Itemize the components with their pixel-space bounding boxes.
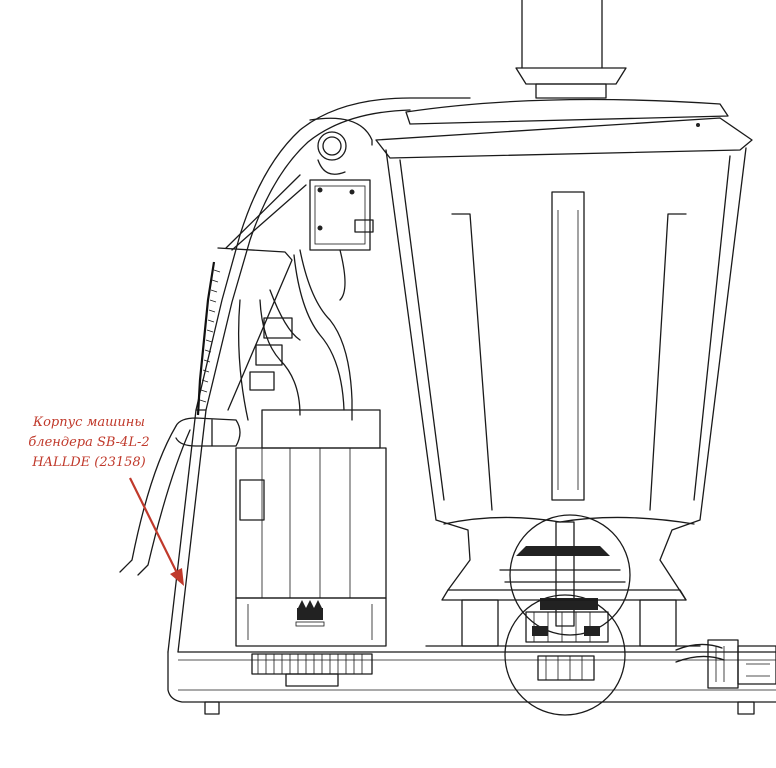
- motor: [235, 409, 387, 687]
- right-connector: [675, 639, 776, 689]
- wiring: [237, 249, 353, 421]
- blender-jar: [375, 0, 753, 601]
- base-plate: [167, 651, 776, 715]
- callout-label: Корпус машины блендера SB-4L-2 HALLDE (2…: [14, 413, 164, 473]
- callout-line-2: блендера SB-4L-2: [28, 435, 150, 450]
- manufacturer-logo: [295, 600, 325, 627]
- power-cord: [119, 417, 241, 576]
- blade-assembly: [425, 514, 701, 716]
- callout-arrow: [129, 477, 184, 586]
- switch-assembly: [309, 131, 374, 301]
- callout-line-1: Корпус машины: [33, 415, 145, 430]
- callout-line-3: HALLDE (23158): [32, 455, 146, 470]
- housing-shell: [167, 97, 471, 653]
